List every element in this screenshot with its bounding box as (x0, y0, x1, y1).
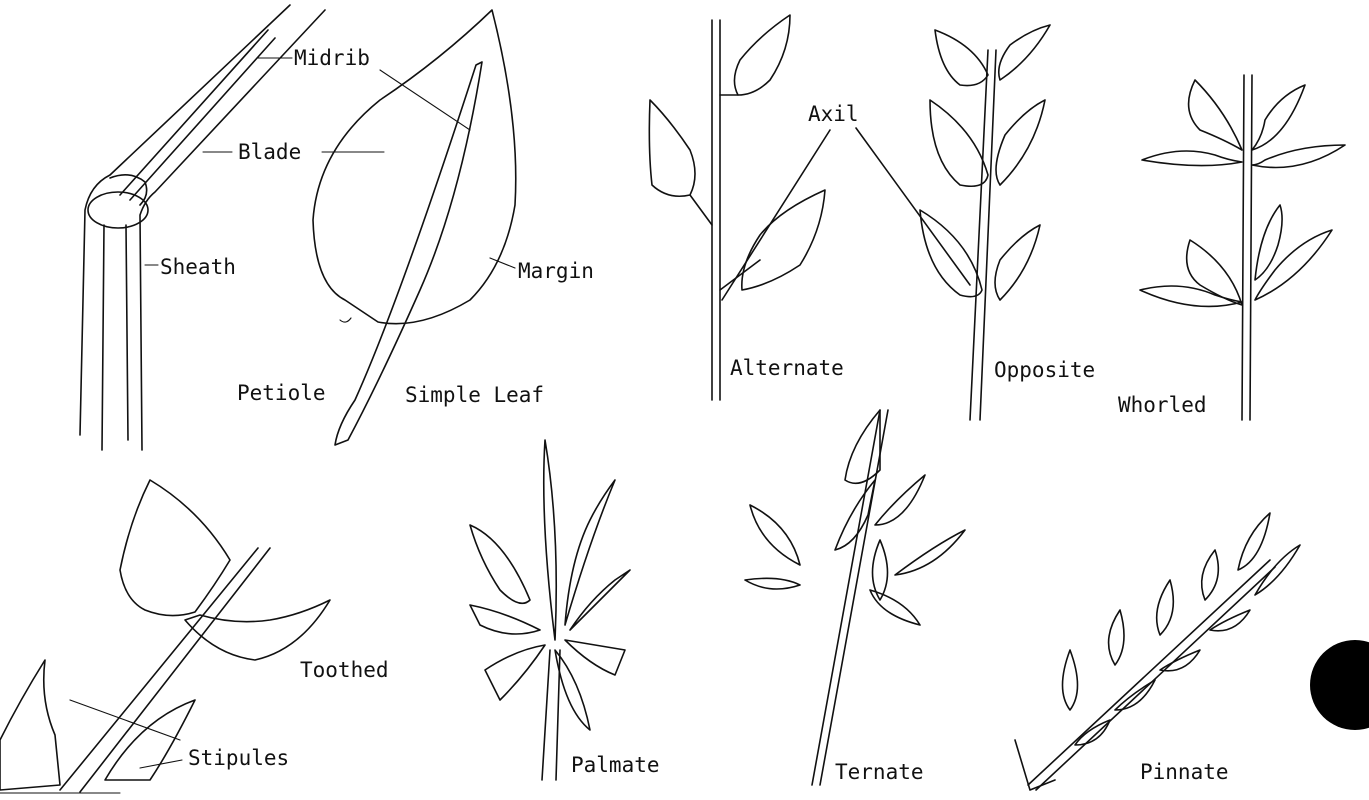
label-palmate: Palmate (571, 755, 660, 776)
alternate-leaf-arrangement (649, 15, 825, 400)
label-blade: Blade (238, 142, 301, 163)
label-margin: Margin (518, 261, 594, 282)
label-opposite: Opposite (994, 360, 1095, 381)
label-midrib: Midrib (294, 48, 370, 69)
pinnate-leaf-drawing (1015, 513, 1300, 790)
simple-leaf-drawing (313, 10, 516, 445)
whorled-leaf-arrangement (1140, 75, 1345, 420)
axil-pointers (722, 128, 970, 300)
label-ternate: Ternate (835, 762, 924, 783)
label-stipules: Stipules (188, 748, 289, 769)
palmate-leaf-drawing (470, 440, 630, 780)
label-alternate: Alternate (730, 358, 844, 379)
label-pinnate: Pinnate (1140, 762, 1229, 783)
label-toothed: Toothed (300, 660, 389, 681)
label-sheath: Sheath (160, 257, 236, 278)
label-simple-leaf: Simple Leaf (405, 385, 544, 406)
label-petiole: Petiole (237, 383, 326, 404)
label-whorled: Whorled (1118, 395, 1207, 416)
label-axil: Axil (808, 104, 859, 125)
ternate-leaf-drawing (745, 410, 965, 785)
